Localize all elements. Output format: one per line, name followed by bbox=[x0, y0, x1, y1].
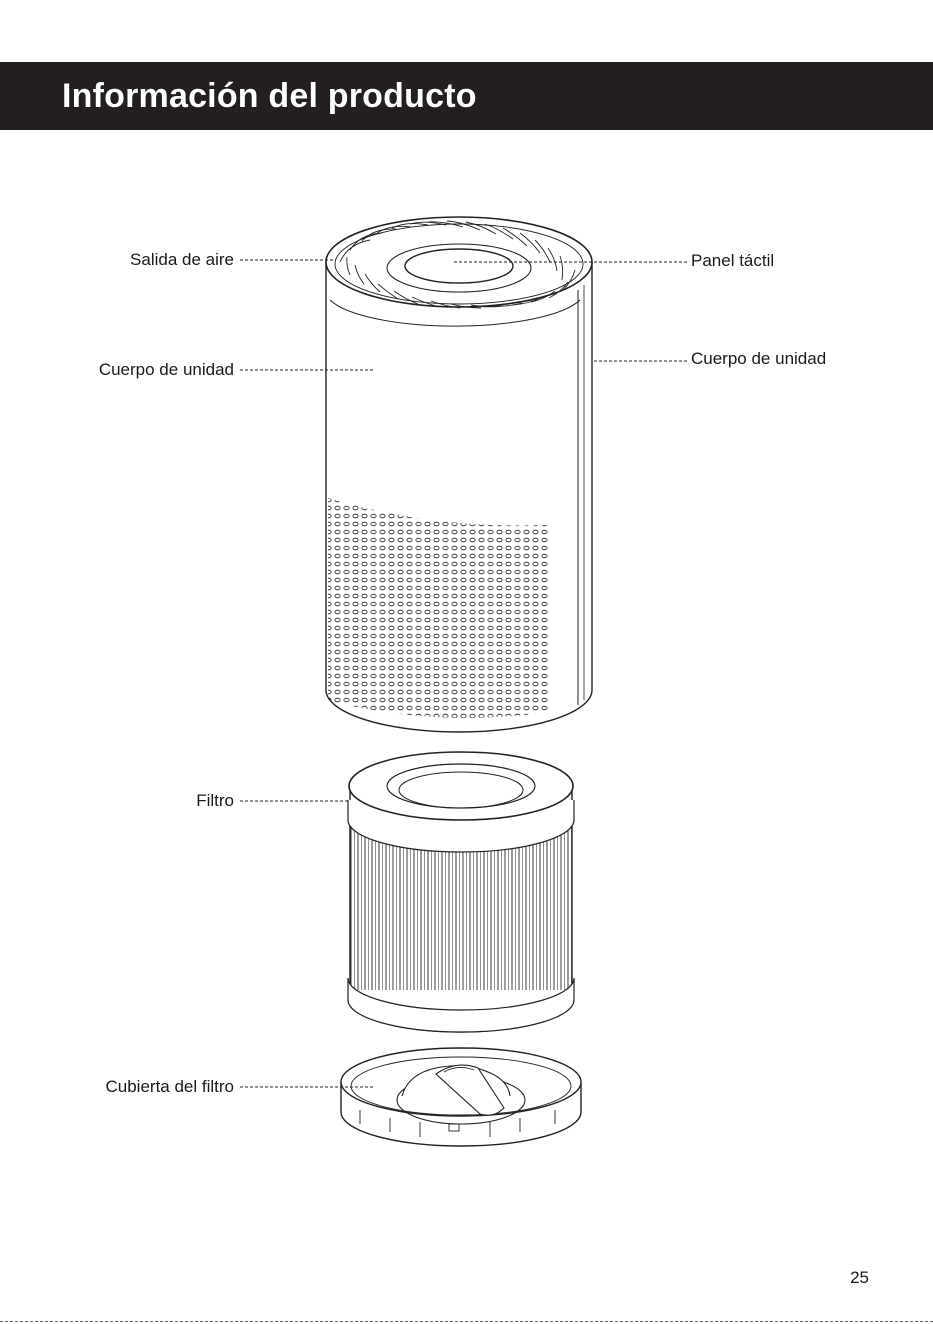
air-inlet-grille bbox=[326, 495, 551, 725]
callout-touch-panel: Panel táctil bbox=[691, 251, 774, 271]
callout-unit-body-right: Cuerpo de unidad bbox=[691, 349, 826, 369]
filter bbox=[348, 752, 574, 1032]
callout-unit-body-left: Cuerpo de unidad bbox=[99, 360, 234, 380]
page-number: 25 bbox=[850, 1268, 869, 1288]
callout-air-outlet: Salida de aire bbox=[130, 250, 234, 270]
filter-cover bbox=[341, 1048, 581, 1146]
callout-filter-cover: Cubierta del filtro bbox=[105, 1077, 234, 1097]
callout-filter: Filtro bbox=[196, 791, 234, 811]
bottom-divider bbox=[0, 1321, 933, 1322]
